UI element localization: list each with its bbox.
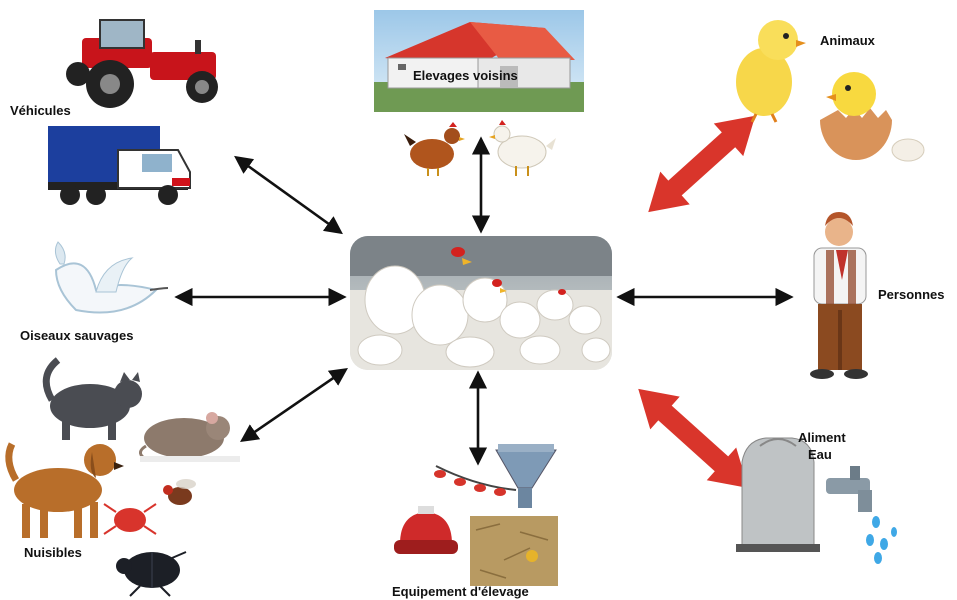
person-icon bbox=[810, 212, 868, 379]
beetle-icon bbox=[116, 551, 187, 597]
tractor-icon bbox=[66, 19, 218, 108]
poultry-house-photo-icon bbox=[350, 236, 612, 370]
label-eau: Eau bbox=[808, 447, 832, 462]
truck-icon bbox=[48, 126, 191, 205]
water-tap-icon bbox=[826, 466, 897, 564]
white-hen-icon bbox=[489, 120, 556, 176]
cat-icon bbox=[42, 357, 142, 440]
egg-icon bbox=[891, 138, 925, 162]
arrow-vehicules bbox=[234, 155, 343, 235]
litter-photo-icon bbox=[470, 516, 558, 586]
label-oiseaux-sauvages: Oiseaux sauvages bbox=[20, 328, 134, 343]
farm-building-icon bbox=[374, 10, 584, 112]
fly-icon bbox=[163, 479, 196, 505]
hopper-icon bbox=[495, 444, 557, 508]
red-arrows bbox=[638, 115, 756, 488]
feed-sack-icon bbox=[736, 437, 820, 552]
feeder-icon bbox=[434, 465, 517, 496]
red-arrow-aliment bbox=[638, 388, 749, 488]
label-vehicules: Véhicules bbox=[10, 103, 71, 118]
label-animaux: Animaux bbox=[820, 33, 875, 48]
dog-icon bbox=[5, 442, 124, 538]
label-personnes: Personnes bbox=[878, 287, 945, 302]
hen-icon bbox=[404, 122, 465, 176]
label-equipement: Equipement d'élevage bbox=[392, 584, 529, 599]
swan-icon bbox=[54, 241, 169, 314]
rat-icon bbox=[139, 412, 240, 462]
mite-icon bbox=[103, 503, 157, 535]
hatching-chick-icon bbox=[820, 72, 892, 160]
chick-icon bbox=[736, 20, 806, 123]
label-elevages-voisins: Elevages voisins bbox=[413, 68, 518, 83]
red-arrow-animaux bbox=[648, 115, 756, 213]
label-nuisibles: Nuisibles bbox=[24, 545, 82, 560]
drinker-icon bbox=[394, 506, 458, 554]
arrow-nuisibles bbox=[239, 367, 349, 443]
label-aliment: Aliment bbox=[798, 430, 846, 445]
black-arrows bbox=[174, 136, 794, 466]
